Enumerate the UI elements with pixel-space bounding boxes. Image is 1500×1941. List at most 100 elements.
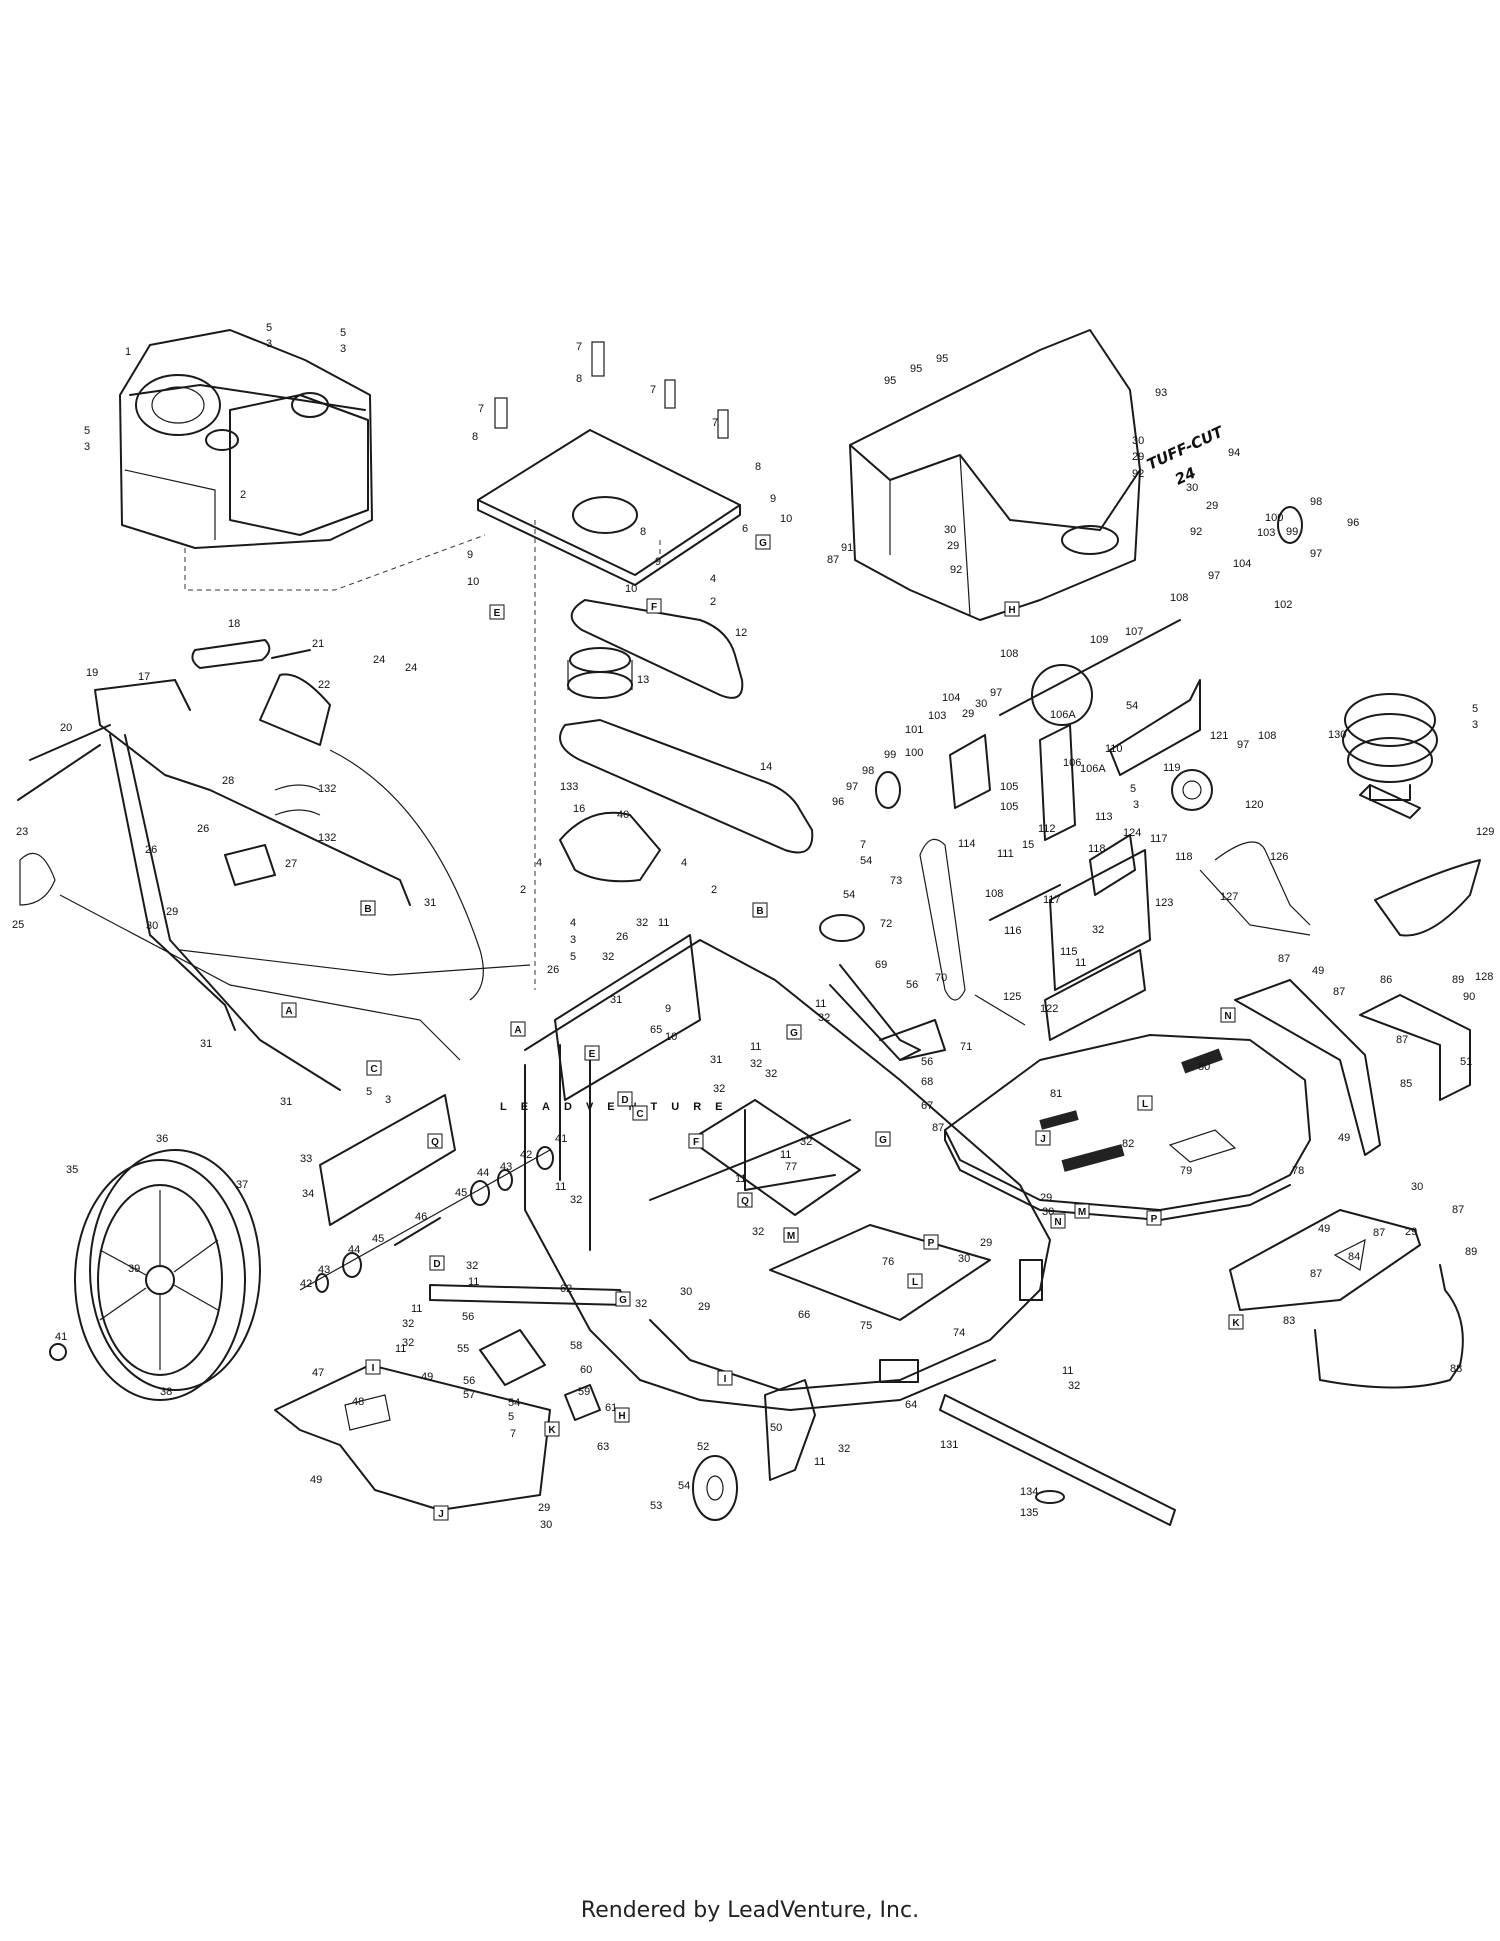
callout-13: 13: [637, 674, 649, 686]
ref-box-J: J: [433, 1505, 449, 1521]
callout-27: 27: [285, 858, 297, 870]
callout-92: 92: [1190, 526, 1202, 538]
callout-2: 2: [711, 884, 717, 896]
callout-119: 119: [1163, 762, 1181, 774]
callout-31: 31: [424, 897, 436, 909]
callout-32: 32: [1068, 1380, 1080, 1392]
callout-54: 54: [843, 889, 855, 901]
callout-26: 26: [547, 964, 559, 976]
callout-31: 31: [200, 1038, 212, 1050]
callout-6: 6: [742, 523, 748, 535]
ref-box-N: N: [1220, 1007, 1236, 1023]
ref-letter: J: [438, 1509, 444, 1520]
callout-87: 87: [1310, 1268, 1322, 1280]
callout-132: 132: [318, 783, 336, 795]
callout-8: 8: [472, 431, 478, 443]
callout-11: 11: [1075, 957, 1086, 969]
callout-32: 32: [818, 1012, 830, 1024]
callout-3: 3: [1472, 719, 1478, 731]
callout-4: 4: [570, 917, 576, 929]
callout-43: 43: [318, 1264, 330, 1276]
callout-29: 29: [166, 906, 178, 918]
callout-29: 29: [1206, 500, 1218, 512]
callout-26: 26: [145, 844, 157, 856]
ref-letter: C: [636, 1109, 643, 1120]
callout-21: 21: [312, 638, 324, 650]
callout-22: 22: [318, 679, 330, 691]
callout-58: 58: [570, 1340, 582, 1352]
drive-shaft-drawing: [875, 506, 1303, 1041]
callout-7: 7: [576, 341, 582, 353]
callout-47: 47: [312, 1367, 324, 1379]
callout-49: 49: [421, 1371, 433, 1383]
callout-9: 9: [665, 1003, 671, 1015]
callout-118: 118: [1088, 843, 1106, 855]
callout-99: 99: [1286, 526, 1298, 538]
callout-49: 49: [1338, 1132, 1350, 1144]
callout-95: 95: [910, 363, 922, 375]
callout-23: 23: [16, 826, 28, 838]
ref-letter: E: [589, 1049, 596, 1060]
callout-9: 9: [467, 549, 473, 561]
callout-97: 97: [846, 781, 858, 793]
ref-box-A: A: [510, 1021, 526, 1037]
callout-31: 31: [610, 994, 622, 1006]
callout-11: 11: [658, 917, 669, 929]
ref-box-C: C: [632, 1105, 648, 1121]
callout-108: 108: [1258, 730, 1276, 742]
ref-letter: F: [693, 1137, 699, 1148]
callout-60: 60: [580, 1364, 592, 1376]
callout-52: 52: [697, 1441, 709, 1453]
callout-32: 32: [765, 1068, 777, 1080]
callout-30: 30: [146, 920, 158, 932]
callout-29: 29: [1405, 1226, 1417, 1238]
callout-45: 45: [455, 1187, 467, 1199]
callout-29: 29: [1132, 451, 1144, 463]
ref-letter: I: [372, 1363, 375, 1374]
callout-32: 32: [466, 1260, 478, 1272]
callout-100: 100: [1265, 512, 1283, 524]
callout-90: 90: [1463, 991, 1475, 1003]
belt-guard-drawing: [559, 811, 661, 883]
callout-68: 68: [921, 1076, 933, 1088]
callout-48: 48: [352, 1396, 364, 1408]
callout-133: 133: [560, 781, 578, 793]
ref-letter: L: [912, 1277, 918, 1288]
ref-letter: B: [756, 906, 763, 917]
ref-box-M: M: [1074, 1203, 1090, 1219]
ref-box-M: M: [783, 1227, 799, 1243]
callout-30: 30: [1132, 435, 1144, 447]
callout-32: 32: [800, 1136, 812, 1148]
ref-letter: E: [494, 608, 501, 619]
pulley-130-drawing: [1199, 693, 1481, 937]
callout-3: 3: [385, 1094, 391, 1106]
callout-97: 97: [1310, 548, 1322, 560]
callout-67: 67: [921, 1100, 933, 1112]
callout-40: 40: [617, 809, 629, 821]
callout-92: 92: [1132, 468, 1144, 480]
callout-30: 30: [944, 524, 956, 536]
callout-17: 17: [138, 671, 150, 683]
callout-4: 4: [681, 857, 687, 869]
callout-102: 102: [1274, 599, 1292, 611]
ref-letter: I: [724, 1374, 727, 1385]
ref-box-G: G: [755, 534, 771, 550]
callout-8: 8: [640, 526, 646, 538]
callout-105: 105: [1000, 781, 1018, 793]
callout-86: 86: [1380, 974, 1392, 986]
ref-letter: F: [651, 602, 657, 613]
ref-box-D: D: [617, 1091, 633, 1107]
callout-117: 117: [1043, 894, 1061, 906]
callout-129: 129: [1476, 826, 1494, 838]
callout-5: 5: [366, 1086, 372, 1098]
callout-32: 32: [602, 951, 614, 963]
callout-87: 87: [1452, 1204, 1464, 1216]
ref-box-D: D: [429, 1255, 445, 1271]
callout-77: 77: [785, 1161, 797, 1173]
ref-box-L: L: [1137, 1095, 1153, 1111]
ref-letter: K: [548, 1425, 556, 1436]
engine-drawing: [119, 329, 486, 591]
callout-87: 87: [1396, 1034, 1408, 1046]
callout-29: 29: [698, 1301, 710, 1313]
ref-letter: H: [618, 1411, 625, 1422]
